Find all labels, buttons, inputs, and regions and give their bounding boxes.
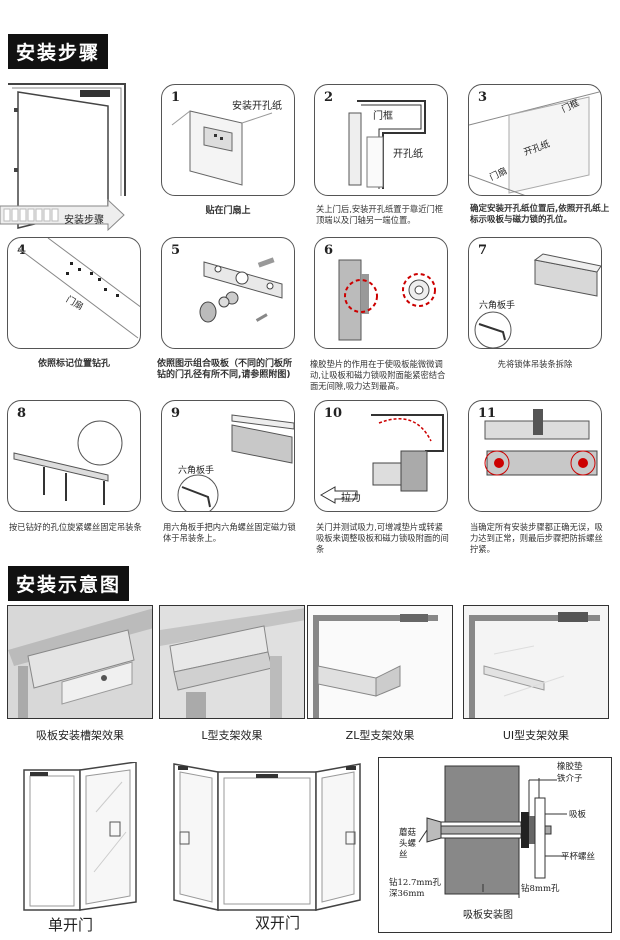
step-9-caption: 用六角板手把内六角螺丝固定磁力锁体于吊装条上。 xyxy=(163,522,296,543)
step-number: 1 xyxy=(171,90,181,105)
step-label: 开孔纸 xyxy=(393,149,423,160)
double-door-caption: 双开门 xyxy=(255,914,301,932)
step-7-card: 7 六角板手 xyxy=(468,237,602,349)
step-label: 安装开孔纸 xyxy=(232,101,282,112)
step-10-caption: 关门并测试吸力,可增减垫片或转紧吸板来调整吸板和磁力锁吸附面的间条 xyxy=(316,522,449,554)
label-iron-spacer: 铁介子 xyxy=(557,774,583,784)
bracket-caption: L型支架效果 xyxy=(201,729,263,742)
step-4-card: 4 门扇 xyxy=(7,237,141,349)
step-2-caption: 关上门后,安装开孔纸置于靠近门框顶端以及门轴另一端位置。 xyxy=(316,204,444,225)
armature-install-diagram: 橡胶垫 铁介子 吸板 蘑菇头螺丝 平杯螺丝 钻12.7mm孔深36mm 钻8mm… xyxy=(378,757,612,933)
step-6-caption: 橡胶垫片的作用在于使吸板能微微调动,让吸板和磁力锁吸附面能紧密结合面无间隙,吸力… xyxy=(310,359,446,391)
single-door-caption: 单开门 xyxy=(48,916,94,934)
bracket-photo-zl xyxy=(307,605,453,719)
single-door-illustration xyxy=(20,762,150,912)
step-7-caption: 先将锁体吊装条拆除 xyxy=(497,359,573,369)
label-flat-washer: 平杯螺丝 xyxy=(561,852,596,862)
step-5-card: 5 xyxy=(161,237,295,349)
step-label: 六角板手 xyxy=(178,466,215,476)
step-number: 8 xyxy=(17,406,27,421)
step-10-card: 10 拉力 xyxy=(314,400,448,512)
step-number: 7 xyxy=(478,243,488,258)
bracket-photo-ui xyxy=(463,605,609,719)
intro-arrow-label: 安装步骤 xyxy=(64,215,104,226)
section-title-install-steps: 安装步骤 xyxy=(8,34,109,69)
step-number: 2 xyxy=(324,90,334,105)
intro-door-illustration: 安装步骤 xyxy=(0,78,135,238)
bracket-caption: UI型支架效果 xyxy=(502,729,570,742)
label-mushroom-screw: 蘑菇头螺丝 xyxy=(399,828,417,860)
armature-diagram-title: 吸板安装图 xyxy=(463,910,513,921)
step-label: 门框 xyxy=(373,111,393,122)
step-1-card: 1 安装开孔纸 xyxy=(161,84,295,196)
step-8-card: 8 xyxy=(7,400,141,512)
step-11-caption: 当确定所有安装步骤都正确无误，吸力达到正常，则最后步骤把防拆螺丝拧紧。 xyxy=(470,522,603,554)
step-6-card: 6 xyxy=(314,237,448,349)
section-title-install-diagrams: 安装示意图 xyxy=(8,566,130,601)
step-11-card: 11 xyxy=(468,400,602,512)
step-number: 11 xyxy=(478,406,497,421)
bracket-photo-slot xyxy=(7,605,153,719)
step-8-caption: 按已钻好的孔位旋紧螺丝固定吊装条 xyxy=(9,522,142,532)
step-3-card: 3 门框 开孔纸 门扇 xyxy=(468,84,602,196)
bracket-caption: 吸板安装槽架效果 xyxy=(36,729,124,742)
step-9-card: 9 六角板手 xyxy=(161,400,295,512)
bracket-photo-l xyxy=(159,605,305,719)
step-4-caption: 依照标记位置钻孔 xyxy=(37,359,110,369)
label-armature: 吸板 xyxy=(569,810,587,820)
step-number: 3 xyxy=(478,90,488,105)
step-number: 9 xyxy=(171,406,181,421)
double-door-illustration xyxy=(168,762,366,912)
step-label: 拉力 xyxy=(341,493,361,504)
step-5-caption: 依照图示组合吸板（不同的门板所钻的门孔径有所不同,请参照附图) xyxy=(157,359,293,380)
step-number: 5 xyxy=(171,243,181,258)
step-2-card: 2 门框 开孔纸 xyxy=(314,84,448,196)
step-1-caption: 贴在门扇上 xyxy=(205,206,251,216)
bracket-caption: ZL型支架效果 xyxy=(345,729,415,742)
label-drill-12-7: 钻12.7mm孔深36mm xyxy=(389,878,442,899)
label-drill-8: 钻8mm孔 xyxy=(521,884,560,894)
step-number: 6 xyxy=(324,243,334,258)
step-label: 六角板手 xyxy=(479,301,516,311)
label-rubber-washer: 橡胶垫 xyxy=(557,762,583,772)
step-3-caption: 确定安装开孔纸位置后,依照开孔纸上标示吸板与磁力锁的孔位。 xyxy=(470,204,610,225)
step-number: 10 xyxy=(324,406,343,421)
